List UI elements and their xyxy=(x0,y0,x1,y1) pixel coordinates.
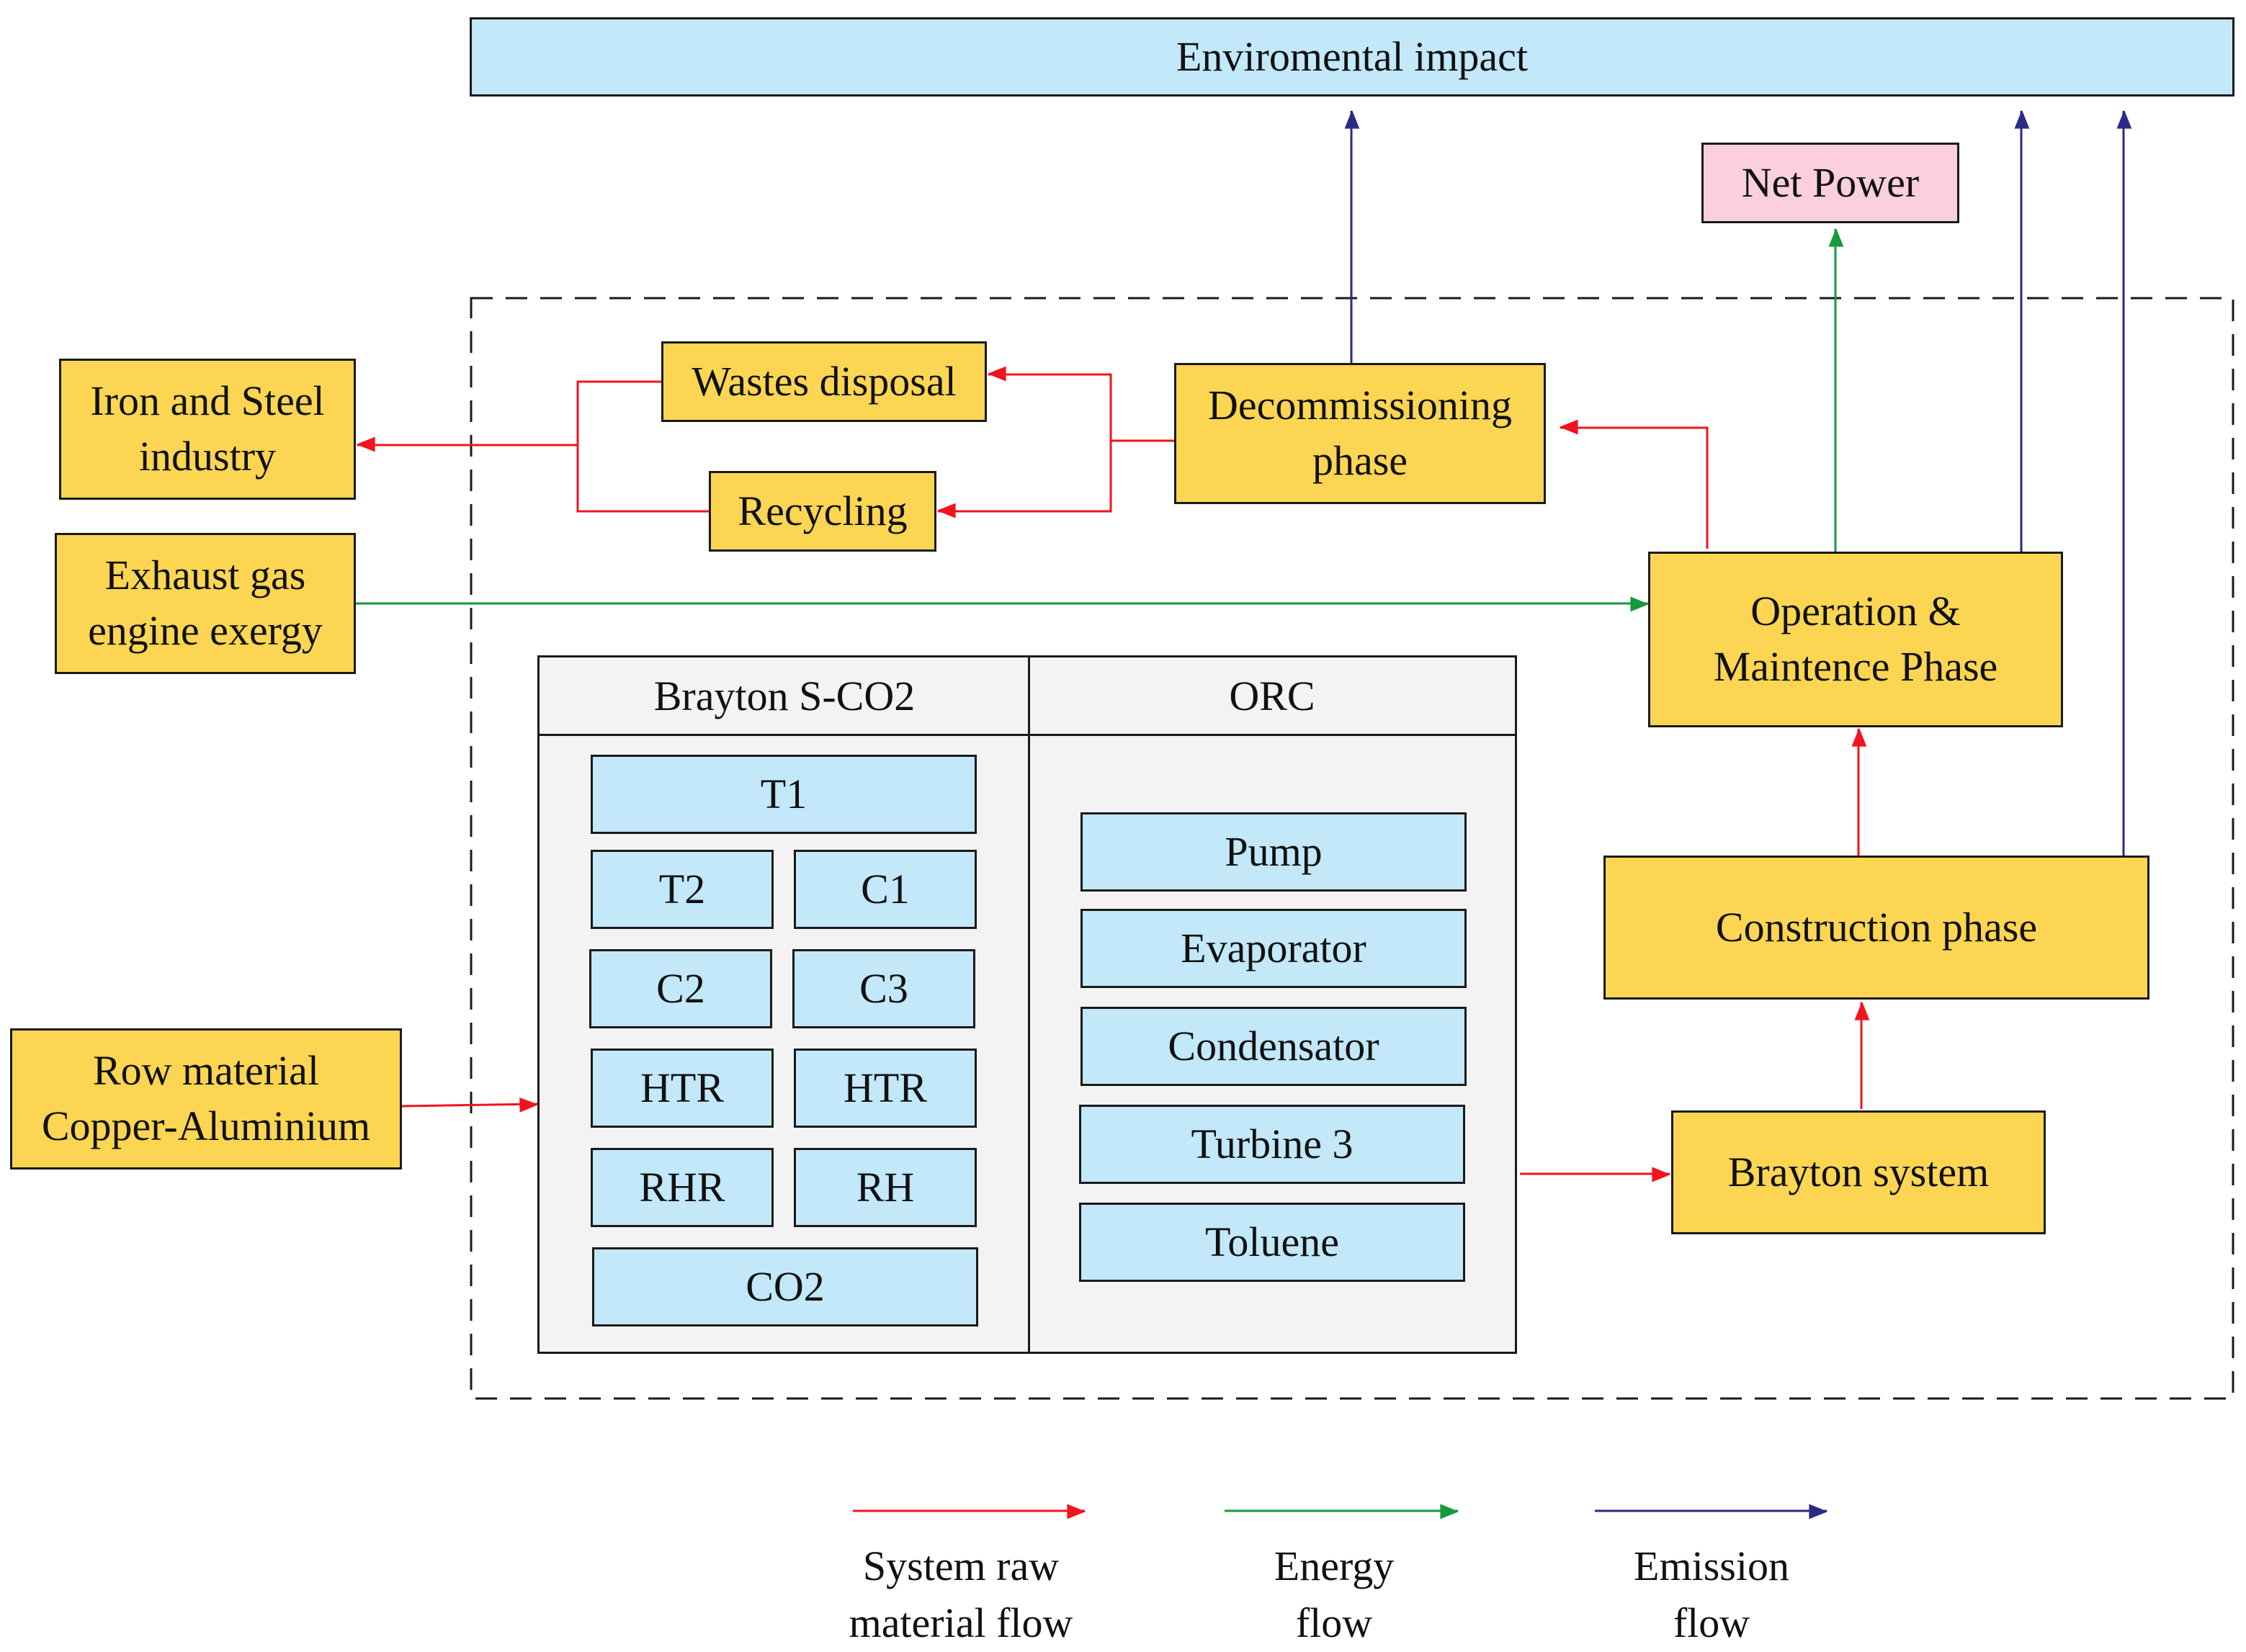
environmental-impact-label: Enviromental impact xyxy=(1176,32,1528,80)
component-c1-label: C1 xyxy=(861,865,910,912)
component-htr-right-label: HTR xyxy=(844,1064,927,1111)
component-rhr-label: RHR xyxy=(639,1163,725,1211)
net-power-box: Net Power xyxy=(1701,143,1959,223)
decommissioning-phase-box: Decommissioning phase xyxy=(1174,363,1546,504)
exhaust-gas-box: Exhaust gas engine exergy xyxy=(55,533,356,674)
legend-emission-label: Emission flow xyxy=(1634,1543,1789,1646)
component-pump-label: Pump xyxy=(1225,827,1323,875)
component-c1: C1 xyxy=(794,850,977,929)
component-c2: C2 xyxy=(589,949,772,1028)
material-wastes-merge xyxy=(576,380,710,513)
wastes-disposal-box: Wastes disposal xyxy=(661,341,987,422)
component-htr-left: HTR xyxy=(591,1049,774,1128)
brayton-system-label: Brayton system xyxy=(1727,1148,1990,1195)
operation-phase-label: Operation & Maintence Phase xyxy=(1713,588,1998,690)
component-c2-label: C2 xyxy=(656,964,705,1012)
recycling-box: Recycling xyxy=(709,471,936,552)
orc-header: ORC xyxy=(1029,657,1515,736)
brayton-scco2-header: Brayton S-CO2 xyxy=(540,657,1029,736)
net-power-label: Net Power xyxy=(1741,158,1920,206)
brayton-system-box: Brayton system xyxy=(1671,1110,2046,1234)
panel-divider xyxy=(1028,657,1030,1352)
iron-steel-industry-box: Iron and Steel industry xyxy=(59,359,356,500)
wastes-disposal-label: Wastes disposal xyxy=(692,357,957,405)
recycling-label: Recycling xyxy=(738,487,908,534)
construction-phase-label: Construction phase xyxy=(1715,903,2038,951)
component-toluene: Toluene xyxy=(1079,1203,1465,1282)
component-rh: RH xyxy=(794,1148,977,1227)
raw-material-label: Row material Copper-Aluminium xyxy=(41,1047,371,1149)
component-turbine3: Turbine 3 xyxy=(1079,1105,1465,1184)
environmental-impact-box: Enviromental impact xyxy=(470,17,2234,96)
material-to-wastes-disposal xyxy=(987,366,1112,441)
component-co2: CO2 xyxy=(592,1247,978,1326)
operation-phase-box: Operation & Maintence Phase xyxy=(1648,552,2063,727)
component-condensator: Condensator xyxy=(1081,1007,1467,1086)
component-t1-label: T1 xyxy=(760,770,807,817)
component-pump: Pump xyxy=(1081,812,1467,892)
iron-steel-industry-label: Iron and Steel industry xyxy=(90,377,325,480)
brayton-scco2-title: Brayton S-CO2 xyxy=(653,672,916,719)
orc-title: ORC xyxy=(1229,672,1315,719)
component-evaporator-label: Evaporator xyxy=(1181,924,1366,971)
raw-material-box: Row material Copper-Aluminium xyxy=(10,1028,402,1170)
component-c3: C3 xyxy=(792,949,975,1028)
material-to-recycling xyxy=(936,441,1112,519)
component-condensator-label: Condensator xyxy=(1168,1022,1379,1069)
material-operation-to-decommissioning xyxy=(1559,419,1709,549)
exhaust-gas-label: Exhaust gas engine exergy xyxy=(88,552,323,654)
component-t1: T1 xyxy=(591,755,977,834)
decommissioning-phase-label: Decommissioning phase xyxy=(1207,382,1513,484)
component-rhr: RHR xyxy=(591,1148,774,1227)
component-c3-label: C3 xyxy=(859,964,908,1012)
component-htr-right: HTR xyxy=(794,1049,977,1128)
legend-material-label: System raw material flow xyxy=(849,1543,1073,1646)
component-turbine3-label: Turbine 3 xyxy=(1191,1120,1354,1167)
component-toluene-label: Toluene xyxy=(1205,1218,1339,1265)
component-t2: T2 xyxy=(591,850,774,929)
material-raw-to-components xyxy=(401,1097,539,1113)
component-rh-label: RH xyxy=(856,1163,915,1211)
construction-phase-box: Construction phase xyxy=(1603,856,2149,1000)
component-t2-label: T2 xyxy=(658,865,706,912)
component-evaporator: Evaporator xyxy=(1081,909,1467,988)
component-htr-left-label: HTR xyxy=(640,1064,724,1111)
component-co2-label: CO2 xyxy=(746,1262,825,1310)
legend-energy-label: Energy flow xyxy=(1274,1543,1395,1646)
